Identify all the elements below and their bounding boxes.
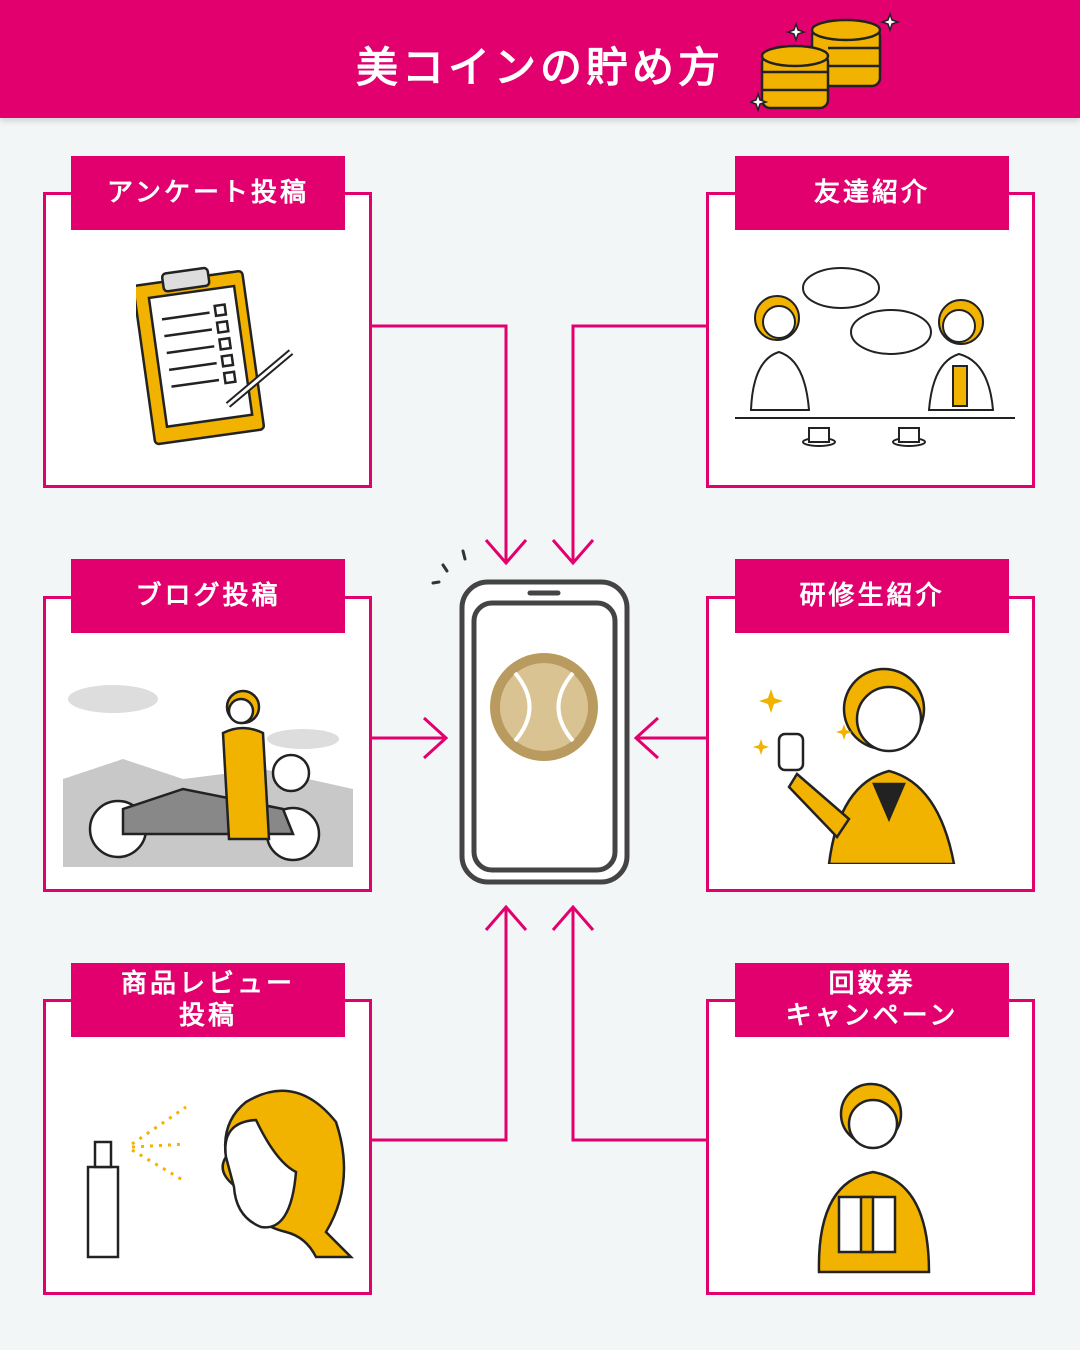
friends-talking-icon <box>735 267 1015 447</box>
label-text: 研修生紹介 <box>799 581 945 611</box>
spray-review-icon <box>86 1089 355 1259</box>
method-card-ticket-campaign <box>706 999 1035 1295</box>
label-text-line1: 回数券 <box>828 969 916 999</box>
coins-icon <box>750 11 900 113</box>
method-label-ticket-campaign: 回数券 キャンペーン <box>735 963 1009 1037</box>
method-label-trainee-referral: 研修生紹介 <box>735 559 1009 633</box>
smartphone-with-coin <box>431 549 630 885</box>
page-title: 美コインの貯め方 <box>355 43 724 92</box>
header: 美コインの貯め方 <box>0 0 1080 118</box>
label-text: アンケート投稿 <box>107 178 309 208</box>
method-card-product-review <box>43 999 372 1295</box>
method-label-friend-referral: 友達紹介 <box>735 156 1009 230</box>
method-label-product-review: 商品レビュー 投稿 <box>71 963 345 1037</box>
method-label-survey: アンケート投稿 <box>71 156 345 230</box>
method-card-friend-referral <box>706 192 1035 488</box>
label-text: 友達紹介 <box>813 178 930 208</box>
clipboard-survey-icon <box>136 266 294 446</box>
method-label-blog: ブログ投稿 <box>71 559 345 633</box>
motorcycle-rider-icon <box>63 685 353 867</box>
label-text-line2: 投稿 <box>178 1001 237 1031</box>
method-card-blog <box>43 596 372 892</box>
label-text: ブログ投稿 <box>135 581 281 611</box>
thumbs-up-woman-icon <box>753 667 956 864</box>
gift-woman-icon <box>817 1082 931 1274</box>
method-card-trainee-referral <box>706 596 1035 892</box>
label-text-line1: 商品レビュー <box>120 969 295 999</box>
method-card-survey <box>43 192 372 488</box>
label-text-line2: キャンペーン <box>785 1001 959 1031</box>
